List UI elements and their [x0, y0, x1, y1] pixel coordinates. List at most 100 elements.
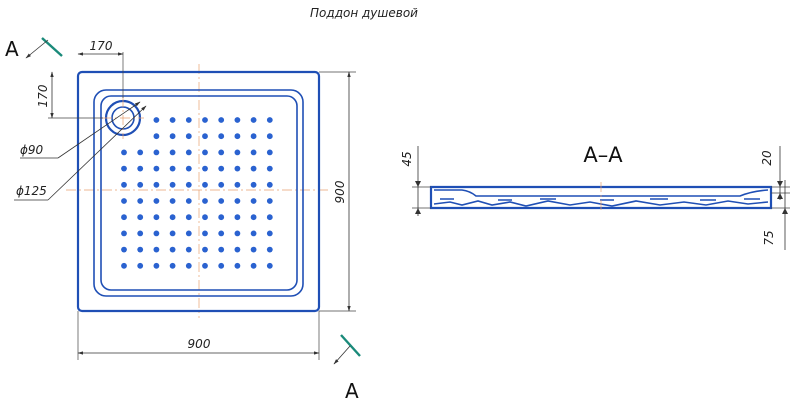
anti-slip-dot [185, 214, 192, 221]
section-arrow-bottom-line [333, 345, 351, 365]
section-mark-top-label: А [5, 37, 19, 61]
anti-slip-dot [266, 214, 273, 221]
plan-view: 170 170 ϕ90 ϕ125 900 900 А А [5, 37, 361, 402]
anti-slip-dot [250, 230, 257, 237]
anti-slip-dot [153, 262, 160, 269]
anti-slip-dot [234, 149, 241, 156]
drawing-title: Поддон душевой [310, 6, 418, 20]
section-arrow-top-line [25, 39, 49, 59]
anti-slip-dot [137, 262, 144, 269]
anti-slip-dot [250, 181, 257, 188]
anti-slip-dot [250, 165, 257, 172]
section-profile-ribs [440, 198, 760, 201]
dim-45-arrow-bottom [415, 208, 421, 214]
anti-slip-dot [169, 214, 176, 221]
section-mark-bottom: А [333, 334, 361, 402]
anti-slip-dot [202, 181, 208, 188]
section-profile-rim [434, 189, 769, 197]
anti-slip-dot [218, 149, 225, 156]
dim-45-label: 45 [400, 151, 414, 166]
dim-170-y-label: 170 [36, 84, 50, 107]
dim-45-arrow-top [415, 181, 421, 187]
anti-slip-dots [121, 117, 273, 269]
tray-inner-bowl [93, 89, 304, 297]
anti-slip-dot [121, 262, 127, 269]
anti-slip-dot [234, 133, 241, 140]
anti-slip-dot [137, 230, 144, 237]
dim-20-label: 20 [760, 150, 774, 166]
anti-slip-dot [266, 181, 273, 188]
dim-phi90-label: ϕ90 [20, 143, 44, 157]
anti-slip-dot [250, 198, 257, 204]
anti-slip-dot [153, 181, 160, 188]
anti-slip-dot [169, 230, 176, 237]
anti-slip-dot [121, 246, 127, 253]
anti-slip-dot [169, 198, 176, 204]
anti-slip-dot [250, 246, 257, 253]
section-arrow-top-stroke [41, 37, 63, 57]
anti-slip-dot [153, 117, 160, 123]
tray-outer-outline [76, 70, 321, 313]
dim-phi125-leader-diag [47, 105, 147, 201]
dim-20-arrow-bottom [777, 193, 783, 199]
dim-75-label: 75 [762, 230, 776, 245]
anti-slip-dot [169, 181, 176, 188]
anti-slip-dot [153, 133, 160, 140]
tray-inner-bowl-edge [100, 95, 298, 291]
anti-slip-dot [266, 262, 273, 269]
anti-slip-dot [234, 246, 241, 253]
anti-slip-dot [169, 117, 176, 123]
anti-slip-dot [250, 262, 257, 269]
section-profile-bottom [433, 200, 769, 207]
anti-slip-dot [266, 149, 273, 156]
dim-20-arrow-top [777, 181, 783, 187]
anti-slip-dot [185, 133, 192, 140]
anti-slip-dot [218, 198, 225, 204]
anti-slip-dot [234, 214, 241, 221]
anti-slip-dot [137, 246, 144, 253]
dim-900-h-label: 900 [188, 337, 211, 351]
anti-slip-dot [266, 117, 273, 123]
anti-slip-dot [202, 230, 208, 237]
anti-slip-dot [185, 246, 192, 253]
anti-slip-dot [234, 181, 241, 188]
anti-slip-dot [202, 133, 208, 140]
anti-slip-dot [185, 165, 192, 172]
anti-slip-dot [250, 117, 257, 123]
anti-slip-dot [250, 133, 257, 140]
anti-slip-dot [266, 133, 273, 140]
dim-phi125-label: ϕ125 [16, 184, 47, 198]
anti-slip-dot [169, 149, 176, 156]
anti-slip-dot [218, 230, 225, 237]
anti-slip-dot [185, 230, 192, 237]
anti-slip-dot [121, 165, 127, 172]
anti-slip-dot [121, 198, 127, 204]
anti-slip-dot [234, 117, 241, 123]
anti-slip-dot [234, 230, 241, 237]
anti-slip-dot [169, 165, 176, 172]
anti-slip-dot [202, 246, 208, 253]
anti-slip-dot [185, 117, 192, 123]
section-view: А–А 45 20 75 [400, 143, 790, 250]
anti-slip-dot [121, 230, 127, 237]
anti-slip-dot [234, 262, 241, 269]
anti-slip-dot [169, 133, 176, 140]
dim-75-arrow-bottom [782, 208, 788, 214]
anti-slip-dot [218, 117, 225, 123]
anti-slip-dot [218, 262, 225, 269]
anti-slip-dot [121, 149, 127, 156]
anti-slip-dot [202, 149, 208, 156]
anti-slip-dot [169, 262, 176, 269]
anti-slip-dot [153, 214, 160, 221]
anti-slip-dot [137, 198, 144, 204]
dim-170-x-label: 170 [90, 39, 113, 53]
anti-slip-dot [218, 181, 225, 188]
anti-slip-dot [153, 230, 160, 237]
anti-slip-dot [218, 165, 225, 172]
anti-slip-dot [185, 181, 192, 188]
anti-slip-dot [137, 214, 144, 221]
anti-slip-dot [218, 214, 225, 221]
anti-slip-dot [266, 246, 273, 253]
anti-slip-dot [185, 149, 192, 156]
